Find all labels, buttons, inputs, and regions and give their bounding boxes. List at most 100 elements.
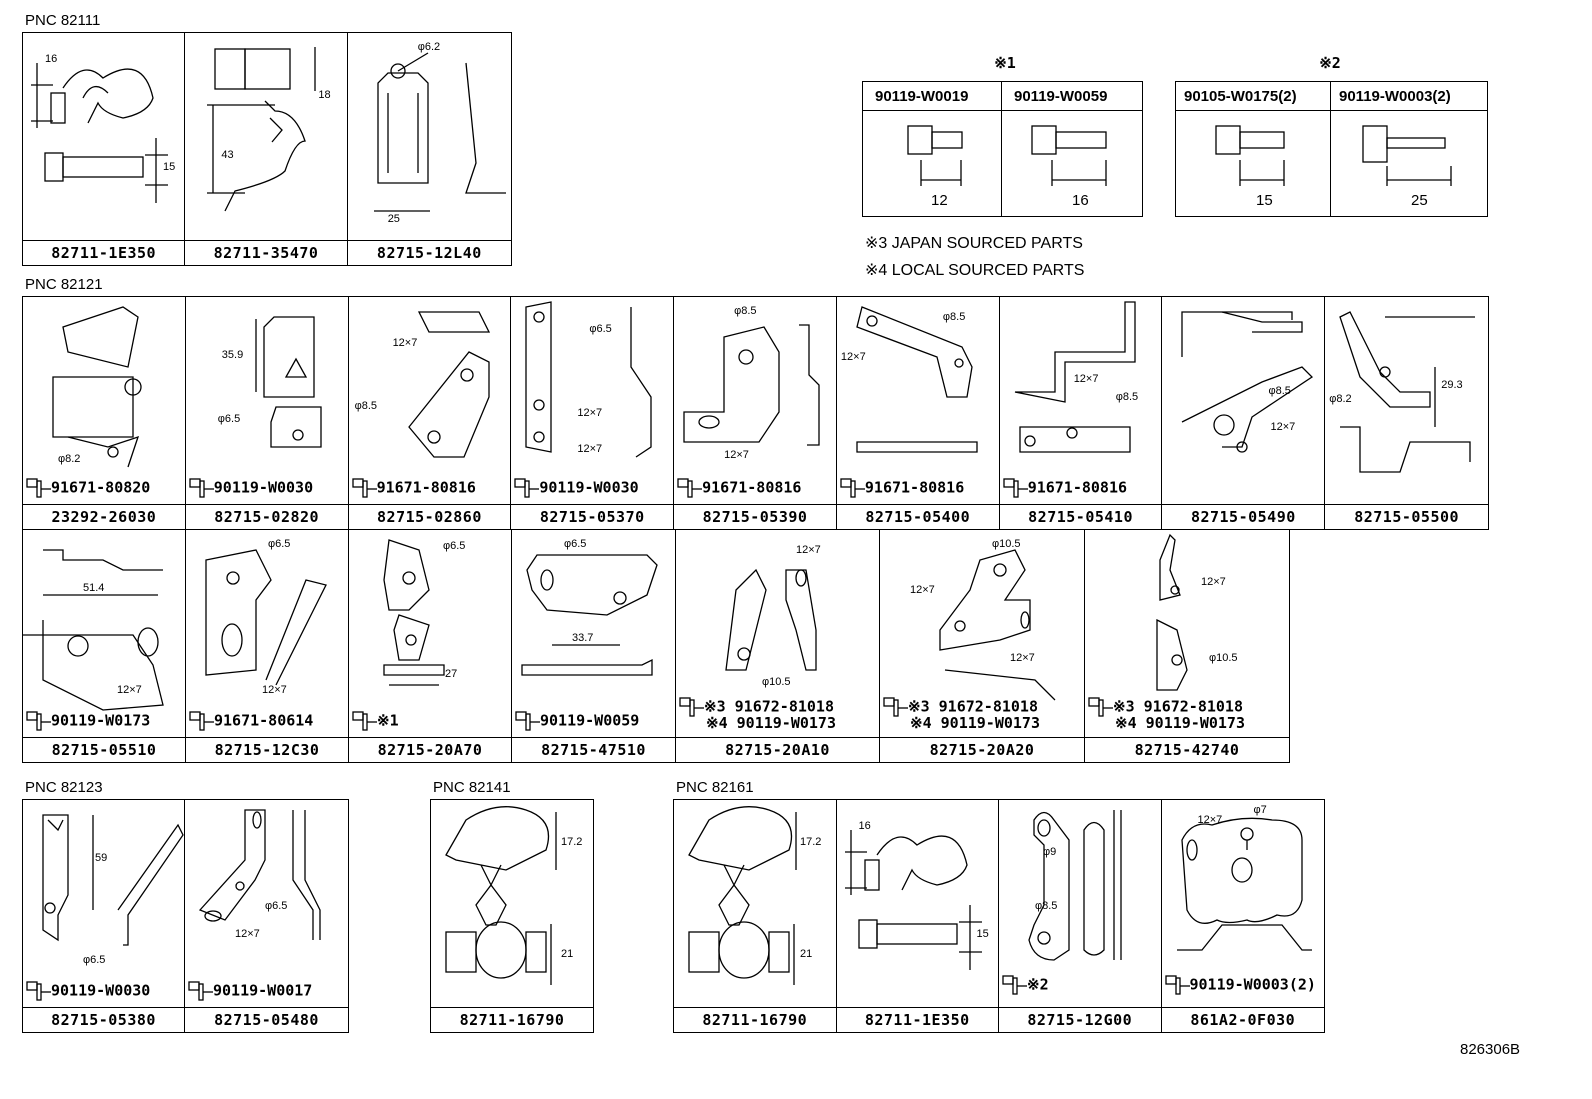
fastener: 90119-W0030 (25, 980, 150, 1002)
part-cell[interactable]: 16 15 82711-1E350 (23, 33, 186, 265)
dim-label: 12×7 (577, 407, 603, 419)
dim-label: 12×7 (235, 928, 260, 940)
part-cell[interactable]: 16 15 82711-1E350 (836, 800, 999, 1032)
bolt-part-number[interactable]: 90105-W0175(2) (1184, 88, 1297, 105)
part-cell[interactable]: 59 φ6.5 90119-W0030 82715-05380 (23, 800, 185, 1032)
bolt-cell[interactable]: 90105-W0175(2) 15 (1176, 82, 1331, 216)
dim-label: 43 (221, 149, 234, 161)
part-cell[interactable]: φ9 φ8.5 ※2 82715-12G00 (999, 800, 1162, 1032)
part-number[interactable]: 82711-1E350 (836, 1007, 998, 1032)
part-number[interactable]: 82711-1E350 (23, 240, 185, 265)
bolt-icon (883, 697, 908, 717)
parts-group-82141: 17.2 21 82711-16790 (430, 799, 594, 1033)
part-number[interactable]: 82715-05480 (185, 1007, 348, 1032)
part-number[interactable]: 82715-05410 (999, 504, 1162, 529)
part-number[interactable]: 82715-20A70 (349, 737, 511, 762)
part-cell[interactable]: 12×7 φ10.5 ※3 91672-81018 ※4 90119-W0173… (1085, 530, 1289, 762)
diagram-code: 826306B (1460, 1041, 1521, 1058)
part-number[interactable]: 82715-05400 (836, 504, 999, 529)
fastener: 91671-80816 (351, 477, 476, 499)
part-cell[interactable]: φ8.5 12×7 91671-80816 82715-05400 (836, 297, 1000, 529)
pnc-label: PNC 82141 (433, 779, 511, 796)
part-number[interactable]: 82715-47510 (512, 737, 675, 762)
part-number[interactable]: 82715-12C30 (186, 737, 348, 762)
part-number[interactable]: 82711-16790 (431, 1007, 593, 1032)
bracket-illustration (205, 549, 327, 686)
part-number[interactable]: 82715-20A10 (676, 737, 879, 762)
part-cell[interactable]: 51.4 12×7 90119-W0173 82715-05510 (23, 530, 186, 762)
bolt-part-number[interactable]: 90119-W0003(2) (1339, 88, 1451, 105)
part-cell[interactable]: 12×7 φ8.5 91671-80816 82715-05410 (999, 297, 1163, 529)
part-cell[interactable]: 35.9 φ6.5 90119-W0030 82715-02820 (185, 297, 349, 529)
bolt-part-number[interactable]: 90119-W0019 (875, 88, 969, 105)
parts-group-82161: 17.2 21 82711-16790 16 15 82711-1E350 φ9… (673, 799, 1325, 1033)
part-cell[interactable]: φ6.2 25 82715-12L40 (347, 33, 512, 265)
part-number[interactable]: 82715-05490 (1162, 504, 1325, 529)
fastener: 90119-W0030 (513, 477, 639, 499)
part-cell[interactable]: φ10.5 12×7 12×7 ※3 91672-81018 ※4 90119-… (880, 530, 1085, 762)
part-number[interactable]: 82715-05510 (23, 737, 185, 762)
clip-illustration (844, 830, 982, 970)
dim-label: 21 (800, 948, 813, 960)
bolt-icon (1031, 125, 1107, 186)
part-cell[interactable]: 17.2 21 82711-16790 (431, 800, 593, 1032)
part-cell[interactable]: 12×7 φ7 90119-W0003(2) 861A2-0F030 (1161, 800, 1324, 1032)
part-number[interactable]: 82715-12L40 (347, 240, 512, 265)
dim-label: 12×7 (840, 351, 866, 363)
pnc-label: PNC 82123 (25, 779, 103, 796)
part-cell[interactable]: φ6.5 27 ※1 82715-20A70 (349, 530, 512, 762)
part-cell[interactable]: 12×7 φ8.5 91671-80816 82715-02860 (348, 297, 512, 529)
dim-label: 59 (95, 852, 108, 864)
part-cell[interactable]: 18 43 82711-35470 (185, 33, 348, 265)
bracket-illustration (683, 324, 820, 446)
part-number[interactable]: 82711-16790 (674, 1007, 836, 1032)
fastener: 90119-W0017 (187, 980, 312, 1002)
bolt-part-number[interactable]: 90119-W0059 (1014, 88, 1108, 105)
part-cell[interactable]: 12×7 φ10.5 ※3 91672-81018 ※4 90119-W0173… (676, 530, 880, 762)
parts-group-82121-b: 51.4 12×7 90119-W0173 82715-05510 φ6.5 1… (22, 529, 1290, 763)
bolt-icon (1088, 697, 1113, 717)
dim-label: φ8.5 (734, 305, 757, 317)
bolt-icon (189, 478, 214, 498)
part-cell[interactable]: φ8.5 12×7 82715-05490 (1162, 297, 1326, 529)
part-number[interactable]: 82715-20A20 (880, 737, 1084, 762)
part-cell[interactable]: φ6.5 12×7 90119-W0017 82715-05480 (185, 800, 348, 1032)
bolt-cell[interactable]: 90119-W0019 12 (863, 82, 1002, 216)
part-number[interactable]: 82715-05380 (23, 1007, 184, 1032)
part-number[interactable]: 82715-42740 (1085, 737, 1289, 762)
clip-illustration (207, 47, 316, 212)
bolt-icon (26, 981, 51, 1001)
fastener: ※1 (351, 710, 399, 732)
part-number[interactable]: 23292-26030 (23, 504, 185, 529)
fastener: 90119-W0059 (514, 710, 639, 732)
part-number[interactable]: 82715-05370 (511, 504, 674, 529)
part-cell[interactable]: φ8.2 29.3 82715-05500 (1325, 297, 1489, 529)
bracket-illustration (198, 809, 321, 940)
fastener: 91671-80816 (1002, 477, 1127, 499)
part-cell[interactable]: φ8.2 91671-80820 23292-26030 (23, 297, 186, 529)
part-number[interactable]: 861A2-0F030 (1161, 1007, 1324, 1032)
part-number[interactable]: 82711-35470 (185, 240, 347, 265)
bolt-icon (1003, 478, 1028, 498)
bolt-icon (188, 981, 213, 1001)
part-number[interactable]: 82715-05500 (1325, 504, 1489, 529)
part-cell[interactable]: φ6.5 12×7 12×7 90119-W0030 82715-05370 (511, 297, 675, 529)
part-cell[interactable]: 17.2 21 82711-16790 (674, 800, 837, 1032)
part-number[interactable]: 82715-02860 (348, 504, 511, 529)
bolt-icon (352, 711, 377, 731)
part-number[interactable]: 82715-05390 (674, 504, 836, 529)
dim-label: φ6.5 (83, 954, 106, 966)
dim-label: 25 (387, 213, 400, 225)
part-number[interactable]: 82715-12G00 (999, 1007, 1161, 1032)
bracket-illustration (1176, 817, 1312, 951)
part-number[interactable]: 82715-02820 (185, 504, 348, 529)
dim-label: 29.3 (1441, 379, 1463, 391)
bracket-illustration (1339, 311, 1476, 473)
bolt-cell[interactable]: 90119-W0059 16 (1002, 82, 1142, 216)
part-cell[interactable]: φ6.5 12×7 91671-80614 82715-12C30 (186, 530, 349, 762)
bolt-cell[interactable]: 90119-W0003(2) 25 (1331, 82, 1487, 216)
part-cell[interactable]: φ6.5 33.7 90119-W0059 82715-47510 (512, 530, 676, 762)
part-cell[interactable]: φ8.5 12×7 91671-80816 82715-05390 (674, 297, 837, 529)
pnc-label: PNC 82121 (25, 276, 103, 293)
dim-label: φ8.5 (1115, 391, 1139, 403)
